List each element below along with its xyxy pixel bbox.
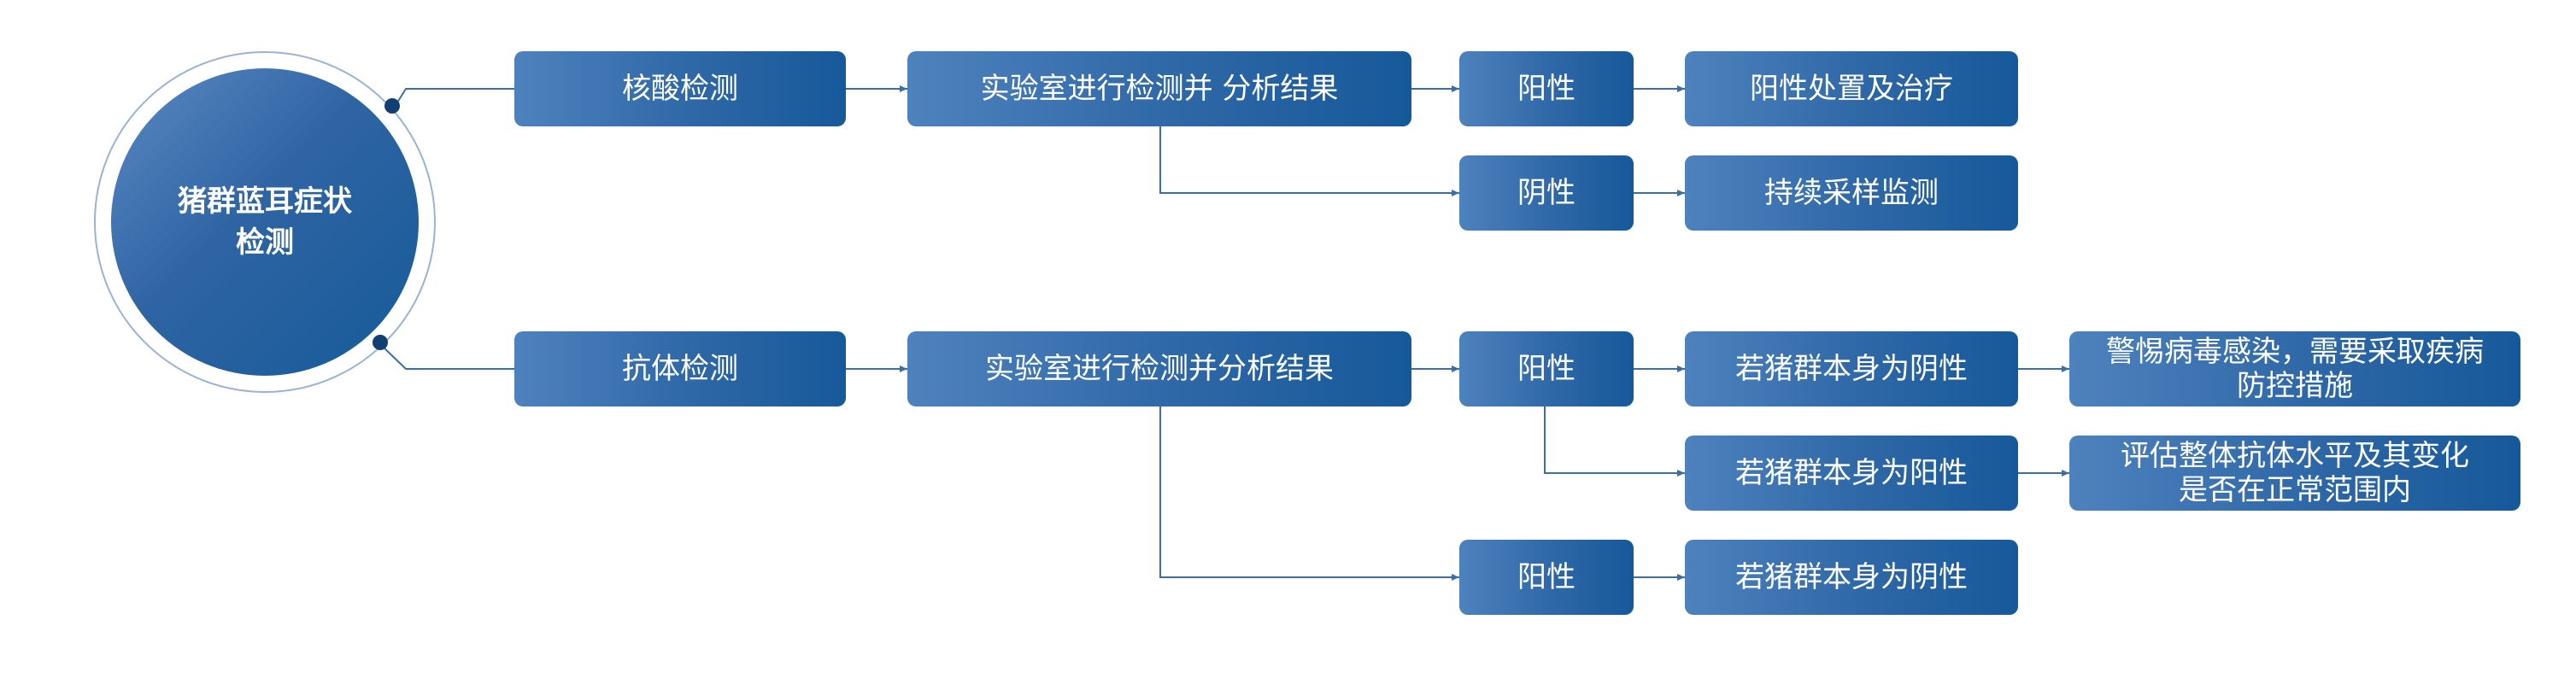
- recommendation-assessment-node: 评估整体抗体水平及其变化 是否在正常范围内: [2069, 436, 2520, 511]
- recommendation-vigilance-line1: 警惕病毒感染，需要采取疾病: [2106, 335, 2484, 369]
- lab-analysis-node-2: 实验室进行检测并分析结果: [907, 331, 1411, 406]
- method-antibody: 抗体检测: [514, 331, 846, 406]
- action-treatment-node: 阳性处置及治疗: [1685, 51, 2018, 126]
- result-positive-node-1: 阳性: [1459, 51, 1634, 126]
- method-nucleic-acid: 核酸检测: [514, 51, 846, 126]
- result-positive-label-2: 阳性: [1517, 352, 1576, 386]
- action-monitoring-node: 持续采样监测: [1685, 155, 2018, 231]
- result-positive-label-3: 阳性: [1517, 560, 1576, 594]
- arrow-lab1-to-negative: [1159, 126, 1459, 196]
- result-positive-node-3: 阳性: [1459, 540, 1634, 615]
- recommendation-assessment-line1: 评估整体抗体水平及其变化: [2121, 439, 2469, 473]
- condition-positive-node: 若猪群本身为阳性: [1685, 436, 2018, 511]
- condition-negative-node: 若猪群本身为阴性: [1685, 331, 2018, 406]
- condition-negative-node-2: 若猪群本身为阴性: [1685, 540, 2018, 615]
- connector-dot-bottom: [373, 335, 388, 350]
- method-nucleic-acid-label: 核酸检测: [622, 72, 738, 106]
- root-node-ring: [94, 51, 436, 393]
- root-label-line1: 猪群蓝耳症状: [178, 184, 352, 219]
- lab-analysis-node-1: 实验室进行检测并 分析结果: [907, 51, 1411, 126]
- result-positive-node-2: 阳性: [1459, 331, 1634, 406]
- arrow-lab2-to-positive-2: [1159, 406, 1459, 581]
- arrow-positive-to-condition-pos: [1544, 406, 1685, 477]
- root-node-label: 猪群蓝耳症状 检测: [178, 181, 352, 263]
- recommendation-vigilance-line2: 防控措施: [2237, 369, 2353, 403]
- lab-analysis-label-1: 实验室进行检测并 分析结果: [980, 72, 1339, 106]
- root-to-antibody-line: [380, 344, 521, 370]
- root-to-nucleic-line: [392, 88, 521, 110]
- condition-negative-label: 若猪群本身为阴性: [1735, 352, 1968, 386]
- condition-positive-label: 若猪群本身为阳性: [1735, 456, 1968, 490]
- result-negative-node: 阴性: [1459, 155, 1634, 231]
- lab-analysis-label-2: 实验室进行检测并分析结果: [985, 352, 1334, 386]
- recommendation-vigilance-node: 警惕病毒感染，需要采取疾病 防控措施: [2069, 331, 2520, 406]
- condition-negative-label-2: 若猪群本身为阴性: [1735, 560, 1968, 594]
- method-antibody-label: 抗体检测: [622, 352, 738, 386]
- result-positive-label-1: 阳性: [1517, 72, 1576, 106]
- action-monitoring-label: 持续采样监测: [1764, 176, 1939, 210]
- result-negative-label: 阴性: [1517, 176, 1576, 210]
- root-node: 猪群蓝耳症状 检测: [111, 68, 419, 376]
- action-treatment-label: 阳性处置及治疗: [1750, 72, 1953, 106]
- connector-dot-top: [384, 98, 400, 114]
- recommendation-assessment-line2: 是否在正常范围内: [2179, 473, 2411, 507]
- root-label-line2: 检测: [236, 225, 294, 260]
